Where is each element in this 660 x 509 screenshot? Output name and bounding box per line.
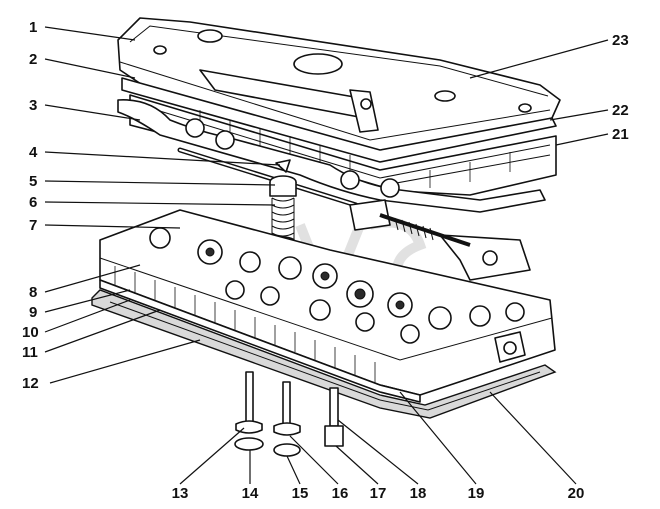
callout-8: 8	[29, 284, 37, 301]
callout-23: 23	[612, 32, 629, 49]
intake-valve	[234, 371, 264, 451]
leader-lines	[44, 26, 609, 485]
callout-16: 16	[332, 485, 349, 502]
callout-labels: 1 2 3 4 5 6 7 8 9 10 11 12 23 22 21 13 1…	[22, 19, 629, 502]
callout-22: 22	[612, 102, 629, 119]
callout-17: 17	[370, 485, 387, 502]
rocker-arm-assembly	[349, 199, 531, 281]
callout-5: 5	[29, 173, 37, 190]
cover-gasket	[117, 99, 546, 213]
callout-4: 4	[29, 144, 38, 161]
callout-15: 15	[292, 485, 309, 502]
callout-13: 13	[172, 485, 189, 502]
callout-6: 6	[29, 194, 37, 211]
callout-18: 18	[410, 485, 427, 502]
callout-11: 11	[22, 344, 38, 361]
valve-guide	[324, 387, 344, 447]
callout-12: 12	[22, 375, 39, 392]
cylinder-head	[99, 209, 556, 403]
callout-1: 1	[29, 19, 37, 36]
callout-20: 20	[568, 485, 585, 502]
exhaust-valve	[273, 381, 301, 457]
callout-3: 3	[29, 97, 37, 114]
stud-rod	[177, 147, 359, 208]
head-gasket	[91, 289, 557, 419]
callout-7: 7	[29, 217, 37, 234]
valve-cover	[117, 17, 561, 161]
callout-19: 19	[468, 485, 485, 502]
callout-14: 14	[242, 485, 259, 502]
callout-10: 10	[22, 324, 39, 341]
callout-21: 21	[612, 126, 629, 143]
callout-2: 2	[29, 51, 37, 68]
callout-9: 9	[29, 304, 37, 321]
